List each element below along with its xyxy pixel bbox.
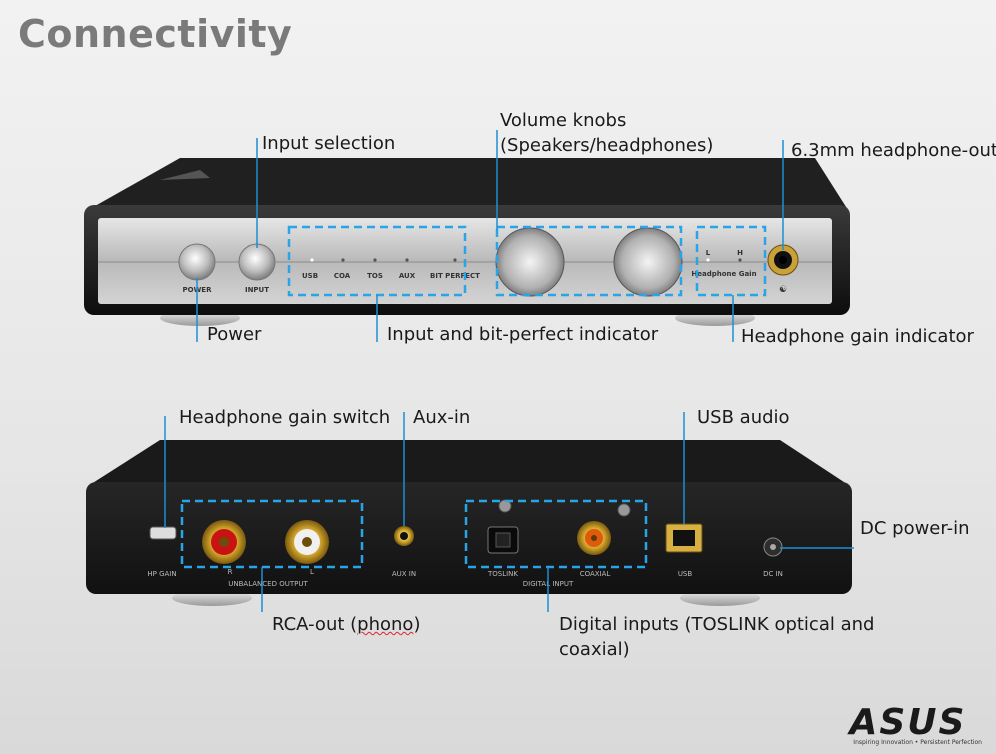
headphone-gain-panel-label: Headphone Gain <box>691 270 756 278</box>
input-button[interactable] <box>238 243 276 281</box>
callout-aux-in: Aux-in <box>413 407 471 428</box>
hp-gain-switch[interactable] <box>149 526 177 540</box>
rca-box <box>180 499 364 569</box>
rca-r-jack[interactable] <box>202 520 246 564</box>
front-callout-lines <box>196 130 784 342</box>
led-aux-label: AUX <box>399 272 416 280</box>
callout-dc-power: DC power-in <box>860 518 970 539</box>
asus-logo-mark: ASUS <box>847 704 967 738</box>
led-coa-label: COA <box>334 272 351 280</box>
callout-usb-audio: USB audio <box>697 407 790 428</box>
volume-box <box>495 225 683 297</box>
asus-logo: ASUS Inspiring Innovation • Persistent P… <box>834 704 982 746</box>
rca-l-jack[interactable] <box>285 520 329 564</box>
rca-r-panel-label: R <box>228 568 233 576</box>
toslink-panel-label: TOSLINK <box>487 570 518 578</box>
volume-knob-headphones[interactable] <box>613 227 683 297</box>
back-chassis <box>86 482 852 594</box>
front-top-surface <box>88 158 848 210</box>
coaxial-jack[interactable] <box>577 521 611 555</box>
callout-rca-out-suffix: ) <box>413 614 421 635</box>
unbalanced-output-panel-label: UNBALANCED OUTPUT <box>228 580 308 588</box>
callout-hp-gain-switch: Headphone gain switch <box>179 407 391 428</box>
led-tos-label: TOS <box>367 272 383 280</box>
input-panel-label: INPUT <box>245 286 269 294</box>
callout-indicator: Input and bit-perfect indicator <box>387 324 659 345</box>
coaxial-panel-label: COAXIAL <box>580 570 611 578</box>
asus-tagline: Inspiring Innovation • Persistent Perfec… <box>853 739 982 746</box>
led-bit-perfect-label: BIT PERFECT <box>430 272 480 280</box>
headphone-icon: ☯ <box>779 285 787 295</box>
page-title: Connectivity <box>18 12 293 56</box>
power-button[interactable] <box>178 243 216 281</box>
aux-in-jack[interactable] <box>394 526 414 546</box>
digital-input-box <box>464 499 648 569</box>
callout-digital-inputs: Digital inputs (TOSLINK optical and coax… <box>559 612 874 662</box>
callout-rca-out-prefix: RCA-out ( <box>272 614 358 635</box>
back-highlight-boxes <box>180 499 648 569</box>
callout-volume-knobs-line1: Volume knobs <box>500 110 627 131</box>
indicator-leds: USB COA TOS AUX BIT PERFECT <box>302 258 480 280</box>
callout-headphone-out: 6.3mm headphone-out <box>791 140 996 161</box>
callout-input-selection: Input selection <box>262 133 396 154</box>
aux-in-panel-label: AUX IN <box>392 570 416 578</box>
callout-volume-knobs: Volume knobs (Speakers/headphones) <box>500 108 713 158</box>
gain-l-label: L <box>706 249 711 257</box>
callout-digital-inputs-line1: Digital inputs (TOSLINK optical and <box>559 614 875 635</box>
led-usb-label: USB <box>302 272 318 280</box>
callout-gain-indicator: Headphone gain indicator <box>741 326 974 347</box>
asus-logo-text: ASUS <box>847 704 967 738</box>
callout-volume-knobs-line2: (Speakers/headphones) <box>500 135 714 156</box>
volume-knob-speakers[interactable] <box>495 227 565 297</box>
callout-rca-out-word: phono <box>357 614 414 635</box>
callout-rca-out: RCA-out (phono) <box>272 614 420 635</box>
back-callout-lines <box>164 412 854 612</box>
gain-indicator-box <box>695 225 767 297</box>
rca-l-panel-label: L <box>310 568 314 576</box>
callout-power: Power <box>207 324 262 345</box>
gain-h-label: H <box>737 249 743 257</box>
callout-digital-inputs-line2: coaxial) <box>559 639 630 660</box>
hp-gain-panel-label: HP GAIN <box>147 570 176 578</box>
usb-panel-label: USB <box>678 570 693 578</box>
dc-in-panel-label: DC IN <box>763 570 783 578</box>
back-unit: HP GAIN R L UNBALANCED OUTPUT AUX IN TOS… <box>86 440 852 606</box>
front-unit: POWER INPUT USB COA TOS AUX BIT PERFECT … <box>84 158 850 326</box>
